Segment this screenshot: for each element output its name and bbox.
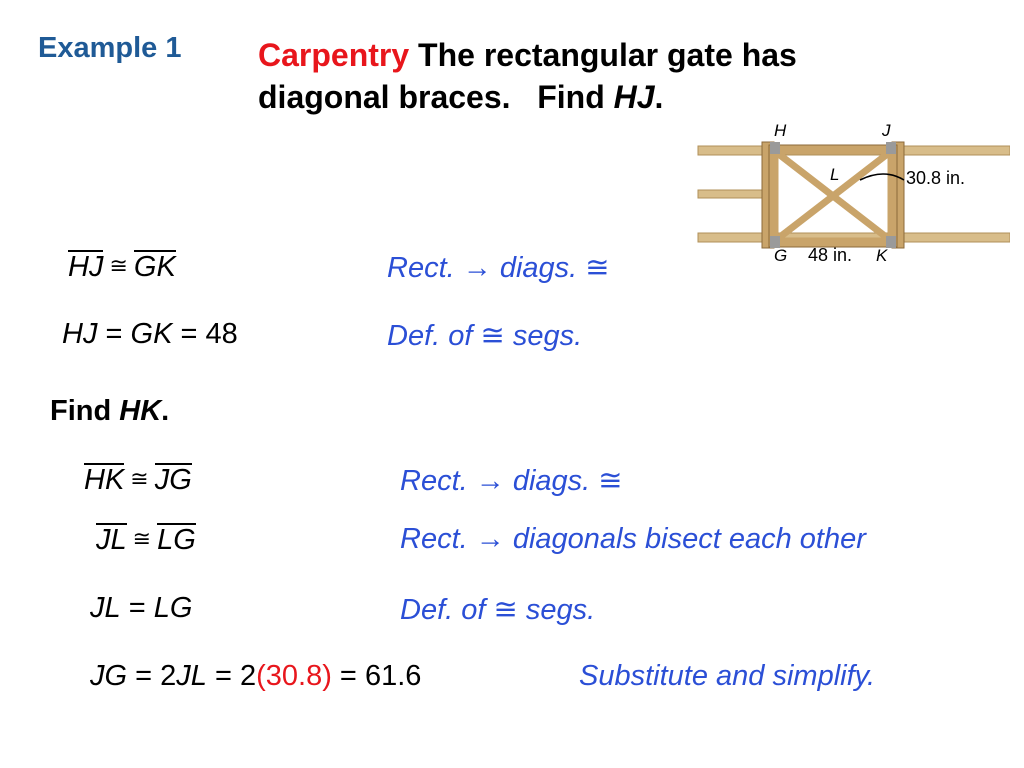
reason-text: Substitute and simplify.: [579, 660, 876, 692]
topic-word: Carpentry: [258, 37, 410, 73]
jg-calculation: JG = 2JL = 2(30.8) = 61.6: [90, 660, 422, 692]
congruent-symbol: ≅: [598, 465, 623, 497]
jl-cong-lg: JL≅LG: [96, 523, 196, 557]
coef-2: 2: [239, 660, 257, 692]
label-l: L: [830, 165, 839, 184]
segment-jl: JL: [96, 523, 127, 556]
congruent-symbol: ≅: [585, 252, 610, 284]
congruent-symbol: ≅: [130, 466, 149, 491]
find-hk: Find HK.: [50, 395, 169, 428]
problem-line-1: Carpentry The rectangular gate has: [258, 34, 797, 76]
segment-jg: JG: [154, 463, 192, 496]
reason-text: segs.: [512, 320, 583, 352]
find-target: HJ: [613, 79, 655, 115]
diag-length-label: 30.8 in.: [906, 168, 965, 188]
gate-figure: H J L G K 30.8 in. 48 in.: [690, 118, 1010, 270]
diagonal-gj: [773, 149, 893, 243]
reason-text: Def. of: [387, 320, 473, 352]
jl-eq-lg: JL = LG: [90, 592, 193, 624]
congruent-symbol: ≅: [493, 594, 518, 626]
reason-text: diags.: [512, 465, 591, 497]
reason-rect-diags-1: Rect. → diags. ≅: [387, 250, 610, 285]
problem-text-1: The rectangular gate has: [418, 37, 797, 73]
reason-text: Rect.: [400, 465, 468, 497]
reason-text: Rect.: [387, 252, 455, 284]
find-target: HK: [119, 395, 162, 427]
reason-text: diags.: [499, 252, 578, 284]
hk-cong-jg: HK≅JG: [84, 463, 192, 497]
coef-2: 2: [160, 660, 177, 692]
segment-gk: GK: [133, 250, 176, 283]
congruent-symbol: ≅: [109, 253, 128, 278]
label-j: J: [881, 121, 891, 140]
label-k: K: [876, 246, 888, 265]
gate-frame: [769, 145, 897, 247]
bottom-length-label: 48 in.: [808, 245, 852, 265]
label-g: G: [774, 246, 787, 265]
segment-lg: LG: [157, 523, 196, 556]
reason-diags-bisect: Rect. → diagonals bisect each other: [400, 523, 866, 556]
segment-hj: HJ: [68, 250, 104, 283]
congruent-symbol: ≅: [480, 320, 505, 352]
var-gk: GK: [130, 318, 173, 350]
reason-def-cong-2: Def. of ≅ segs.: [400, 592, 595, 627]
reason-text: Def. of: [400, 594, 486, 626]
arrow-icon: →: [475, 523, 505, 555]
value-48: 48: [205, 318, 238, 350]
label-h: H: [774, 121, 787, 140]
find-period: .: [654, 79, 664, 115]
hj-cong-gk: HJ≅GK: [68, 250, 176, 284]
problem-statement: Carpentry The rectangular gate has diago…: [258, 34, 797, 118]
segment-hk: HK: [84, 463, 125, 496]
arrow-icon: →: [475, 465, 505, 497]
reason-rect-diags-2: Rect. → diags. ≅: [400, 463, 623, 498]
reason-text: diagonals bisect each other: [512, 523, 866, 555]
reason-text: segs.: [525, 594, 596, 626]
var-lg: LG: [153, 592, 193, 624]
arrow-icon: →: [462, 252, 492, 284]
var-jl: JL: [90, 592, 121, 624]
find-period: .: [161, 395, 170, 427]
find-word: Find: [537, 79, 605, 115]
reason-def-cong-1: Def. of ≅ segs.: [387, 318, 582, 353]
problem-line-2: diagonal braces. Find HJ.: [258, 76, 797, 118]
var-hj: HJ: [62, 318, 98, 350]
result-value: 61.6: [364, 660, 422, 692]
find-word: Find: [50, 395, 112, 427]
reason-text: Rect.: [400, 523, 468, 555]
problem-text-2: diagonal braces.: [258, 79, 511, 115]
var-jg: JG: [90, 660, 128, 692]
var-jl: JL: [176, 660, 207, 692]
hj-eq-gk-48: HJ = GK = 48: [62, 318, 238, 350]
reason-substitute: Substitute and simplify.: [579, 660, 875, 693]
congruent-symbol: ≅: [132, 526, 152, 551]
substituted-value: (30.8): [256, 660, 332, 692]
example-label: Example 1: [38, 32, 182, 64]
